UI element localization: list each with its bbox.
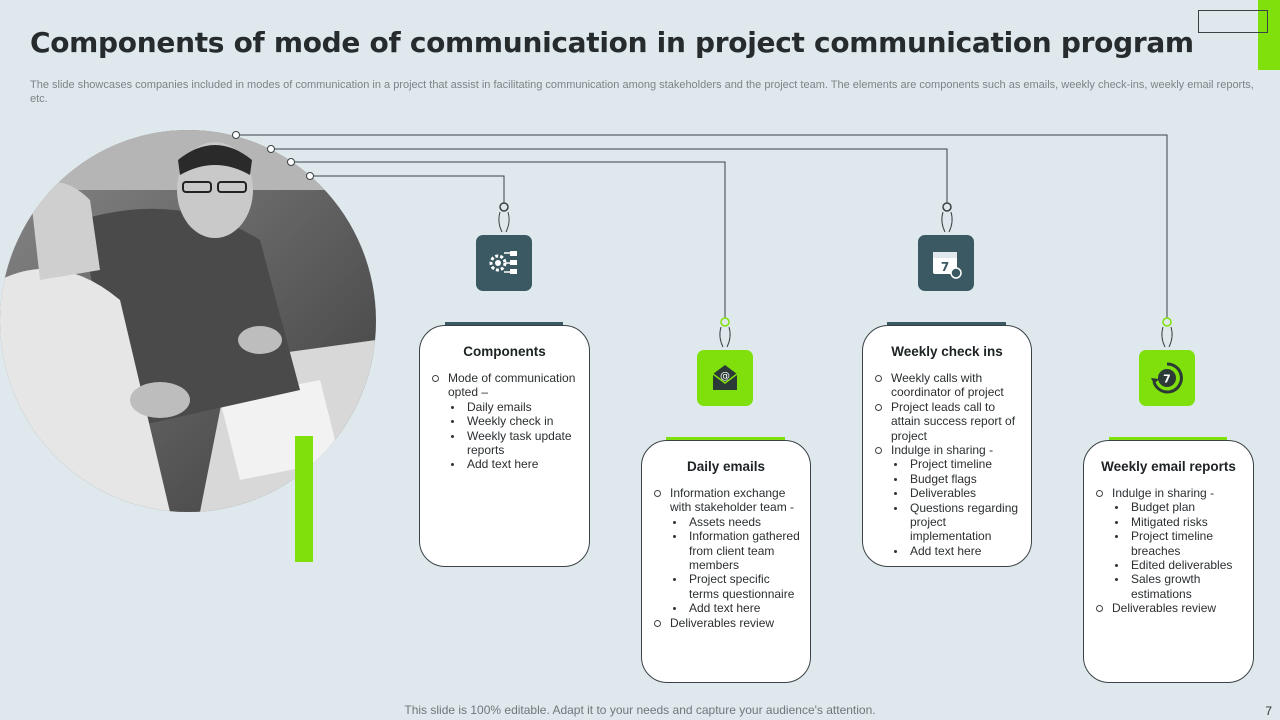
bullet-text: Project leads call to attain success rep… <box>891 399 1016 443</box>
sub-bullet-item: Add text here <box>670 601 802 615</box>
card-daily-emails: Daily emails Information exchange with s… <box>641 440 811 683</box>
corner-outline-box <box>1198 10 1268 33</box>
card-title: Weekly check ins <box>891 344 1003 359</box>
sub-bullet-item: Project timeline breaches <box>1112 529 1245 558</box>
bullet-text: Indulge in sharing - <box>891 443 994 458</box>
bullet-item: Mode of communication opted –Daily email… <box>430 371 581 472</box>
sub-bullet-item: Add text here <box>448 457 581 471</box>
slide-title: Components of mode of communication in p… <box>30 26 1194 59</box>
sub-bullet-item: Mitigated risks <box>1112 515 1245 529</box>
sub-bullet-item: Deliverables <box>891 486 1023 500</box>
bullet-text: Deliverables review <box>670 615 775 630</box>
bullet-item: Deliverables review <box>1094 601 1245 615</box>
sub-bullet-item: Assets needs <box>670 515 802 529</box>
email-envelope-icon: @ <box>697 350 753 406</box>
card-title: Daily emails <box>686 459 766 474</box>
bullet-item: Weekly calls with coordinator of project <box>873 371 1023 400</box>
card-list: Mode of communication opted –Daily email… <box>428 371 581 472</box>
sub-bullet-item: Weekly task update reports <box>448 429 581 458</box>
card-title: Weekly email reports <box>1101 459 1236 474</box>
card-list: Information exchange with stakeholder te… <box>650 486 802 630</box>
page-number: 7 <box>1265 704 1272 718</box>
sub-bullet-item: Add text here <box>891 544 1023 558</box>
svg-text:7: 7 <box>1163 373 1171 386</box>
card-weekly-email-reports: Weekly email reports Indulge in sharing … <box>1083 440 1254 683</box>
sub-bullet-item: Edited deliverables <box>1112 558 1245 572</box>
bullet-text: Weekly calls with coordinator of project <box>891 371 1004 400</box>
bullet-item: Deliverables review <box>652 616 802 630</box>
sub-bullet-item: Questions regarding project implementati… <box>891 501 1023 544</box>
sub-bullet-item: Budget flags <box>891 472 1023 486</box>
sub-bullet-item: Project specific terms questionnaire <box>670 572 802 601</box>
card-title: Components <box>463 344 546 359</box>
card-components: Components Mode of communication opted –… <box>419 325 590 567</box>
slide-footer: This slide is 100% editable. Adapt it to… <box>404 703 876 717</box>
bullet-text: Deliverables review <box>1112 601 1217 616</box>
bullet-text: Indulge in sharing - <box>1112 486 1215 500</box>
sub-bullet-item: Sales growth estimations <box>1112 572 1245 601</box>
svg-text:7: 7 <box>941 260 949 274</box>
bullet-text: Mode of communication opted – <box>448 371 576 400</box>
slide-subtitle: The slide showcases companies included i… <box>30 79 1254 105</box>
meeting-photo <box>0 130 376 512</box>
bullet-text: Information exchange with stakeholder te… <box>670 486 795 515</box>
sub-bullet-item: Weekly check in <box>448 414 581 428</box>
sub-bullet-item: Project timeline <box>891 457 1023 471</box>
svg-text:@: @ <box>720 371 730 382</box>
cycle-7-icon: 7 <box>1139 350 1195 406</box>
bullet-item: Project leads call to attain success rep… <box>873 400 1023 443</box>
bullet-item: Information exchange with stakeholder te… <box>652 486 802 616</box>
sub-bullet-item: Daily emails <box>448 400 581 414</box>
photo-accent-bar <box>295 436 313 562</box>
card-weekly-check-ins: Weekly check ins Weekly calls with coord… <box>862 325 1032 567</box>
sub-bullet-item: Information gathered from client team me… <box>670 529 802 572</box>
corner-accent-bar <box>1258 0 1280 70</box>
sub-bullet-item: Budget plan <box>1112 500 1245 514</box>
gear-flow-icon <box>476 235 532 291</box>
card-list: Weekly calls with coordinator of project… <box>871 371 1023 558</box>
calendar-7-icon: 7 <box>918 235 974 291</box>
